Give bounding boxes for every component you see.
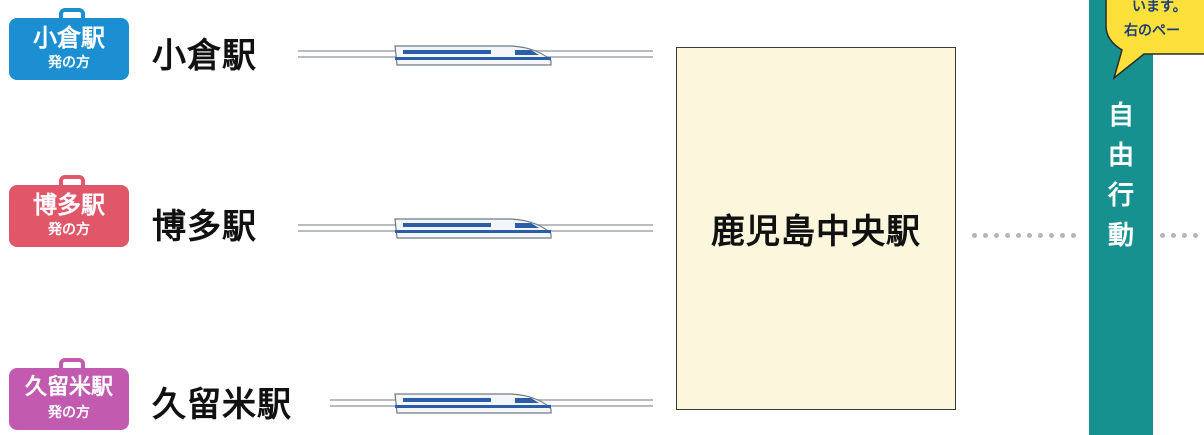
suitcase-handle-icon [59, 175, 85, 189]
departure-badge-kurume: 久留米駅 発の方 [9, 358, 129, 430]
suitcase-handle-icon [59, 358, 85, 372]
station-name-kokura: 小倉駅 [152, 36, 257, 76]
bubble-text-line1: います。 [1132, 0, 1187, 15]
speech-bubble-shape [1105, 0, 1204, 80]
badge-sub-label: 発の方 [48, 55, 90, 71]
badge-station-label: 小倉駅 [33, 24, 105, 52]
shinkansen-train-icon [394, 218, 552, 239]
dotted-connector [972, 223, 1082, 238]
shinkansen-train-icon [394, 393, 552, 414]
badge-station-label: 久留米駅 [24, 375, 113, 400]
badge-sub-label: 発の方 [48, 222, 90, 238]
free-action-label: 自 由 行 動 [1107, 101, 1134, 251]
speech-bubble: います。 右のペー [1104, 0, 1204, 80]
dotted-connector [1160, 223, 1204, 238]
suitcase-handle-icon [59, 8, 85, 22]
station-name-kurume: 久留米駅 [152, 385, 292, 425]
departure-badge-hakata: 博多駅 発の方 [9, 175, 129, 247]
station-name-hakata: 博多駅 [152, 207, 257, 247]
departure-badge-kokura: 小倉駅 発の方 [9, 8, 129, 80]
destination-label: 鹿児島中央駅 [711, 212, 921, 252]
badge-station-label: 博多駅 [33, 191, 105, 219]
shinkansen-train-icon [394, 45, 552, 66]
badge-sub-label: 発の方 [48, 405, 90, 421]
bubble-text-line2: 右のペー [1124, 23, 1180, 39]
destination-box: 鹿児島中央駅 [676, 47, 956, 410]
